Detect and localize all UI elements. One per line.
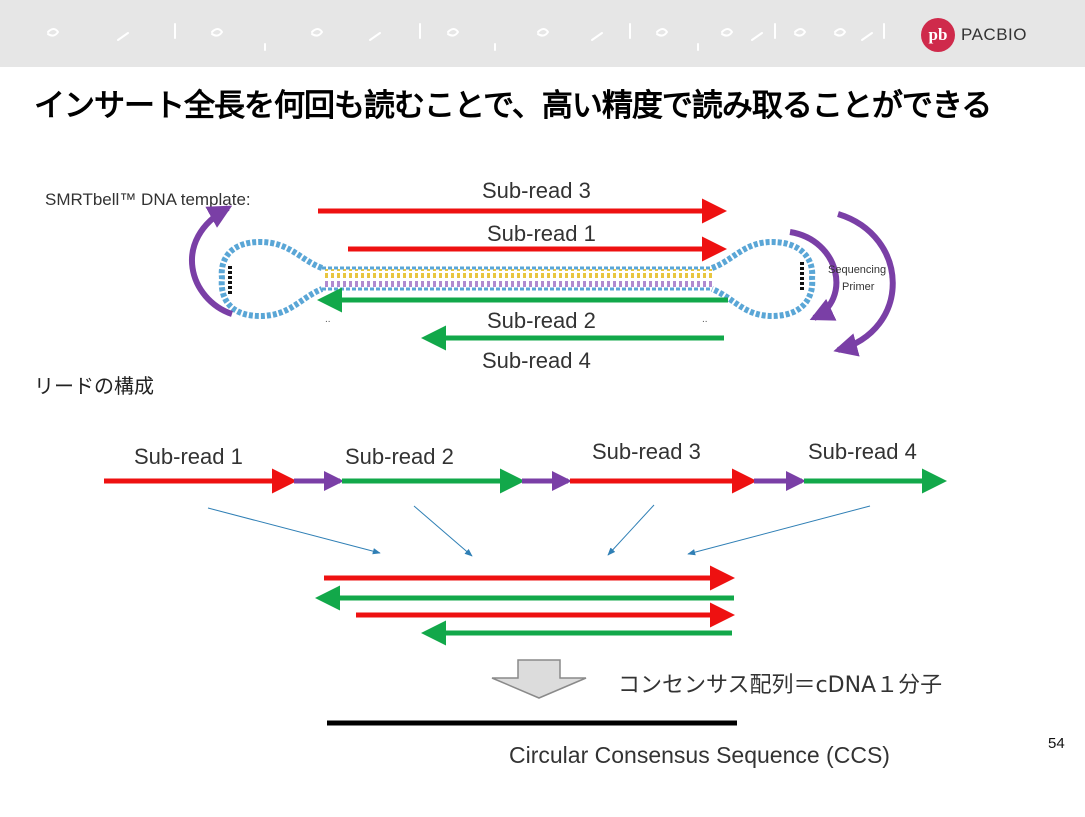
template-bases-bottom [322,279,712,288]
svg-text:..: .. [325,314,331,325]
pacbio-logo-icon: pb [921,18,956,52]
template-subread-3: Sub-read 3 [318,178,727,224]
consensus-label: コンセンサス配列＝cDNA１分子 [618,673,942,698]
brand-name: PACBIO [961,25,1027,44]
template-subread-1: Sub-read 1 [348,221,727,262]
header-bar: pb PACBIO [0,0,1085,67]
sequencing-primer-label: Sequencing [828,264,886,276]
smrtbell-template: .. .. [218,238,816,325]
template-bases-top [322,269,712,278]
subread-label: Sub-read 2 [487,308,596,333]
down-arrow-icon [491,659,587,699]
segment-label-2: Sub-read 2 [345,444,454,469]
ccs-label: Circular Consensus Sequence (CCS) [509,742,890,768]
right-circulation-arrow-inner [789,229,840,321]
header-pattern-decoration [47,23,885,51]
segment-label-3: Sub-read 3 [592,439,701,464]
subread-label: Sub-read 4 [482,348,591,373]
subread-label: Sub-read 1 [487,221,596,246]
right-hairpin-loop [710,238,816,320]
pacbio-brand: pb PACBIO [921,18,1027,52]
template-subread-2: Sub-read 2 [317,287,728,333]
segment-label-4: Sub-read 4 [808,439,917,464]
page-number: 54 [1048,735,1065,752]
svg-text:..: .. [702,314,708,325]
left-hairpin-loop [218,238,324,320]
subread-label: Sub-read 3 [482,178,591,203]
segment-label-1: Sub-read 1 [134,444,243,469]
smrtbell-label: SMRTbell™ DNA template: [45,190,251,209]
slide-title: インサート全長を何回も読むことで、高い精度で読み取ることができる [34,88,992,124]
read-structure-track: Sub-read 1 Sub-read 2 Sub-read 3 Sub-rea… [104,439,947,494]
read-structure-label: リードの構成 [34,374,154,398]
sequencing-primer-label-2: Primer [842,281,875,293]
aligned-reads-stack [315,565,735,646]
left-circulation-arrow [189,205,234,317]
template-subread-4: Sub-read 4 [421,325,724,373]
alignment-guide-arrows [207,504,871,557]
right-circulation-arrow-outer [833,211,896,357]
